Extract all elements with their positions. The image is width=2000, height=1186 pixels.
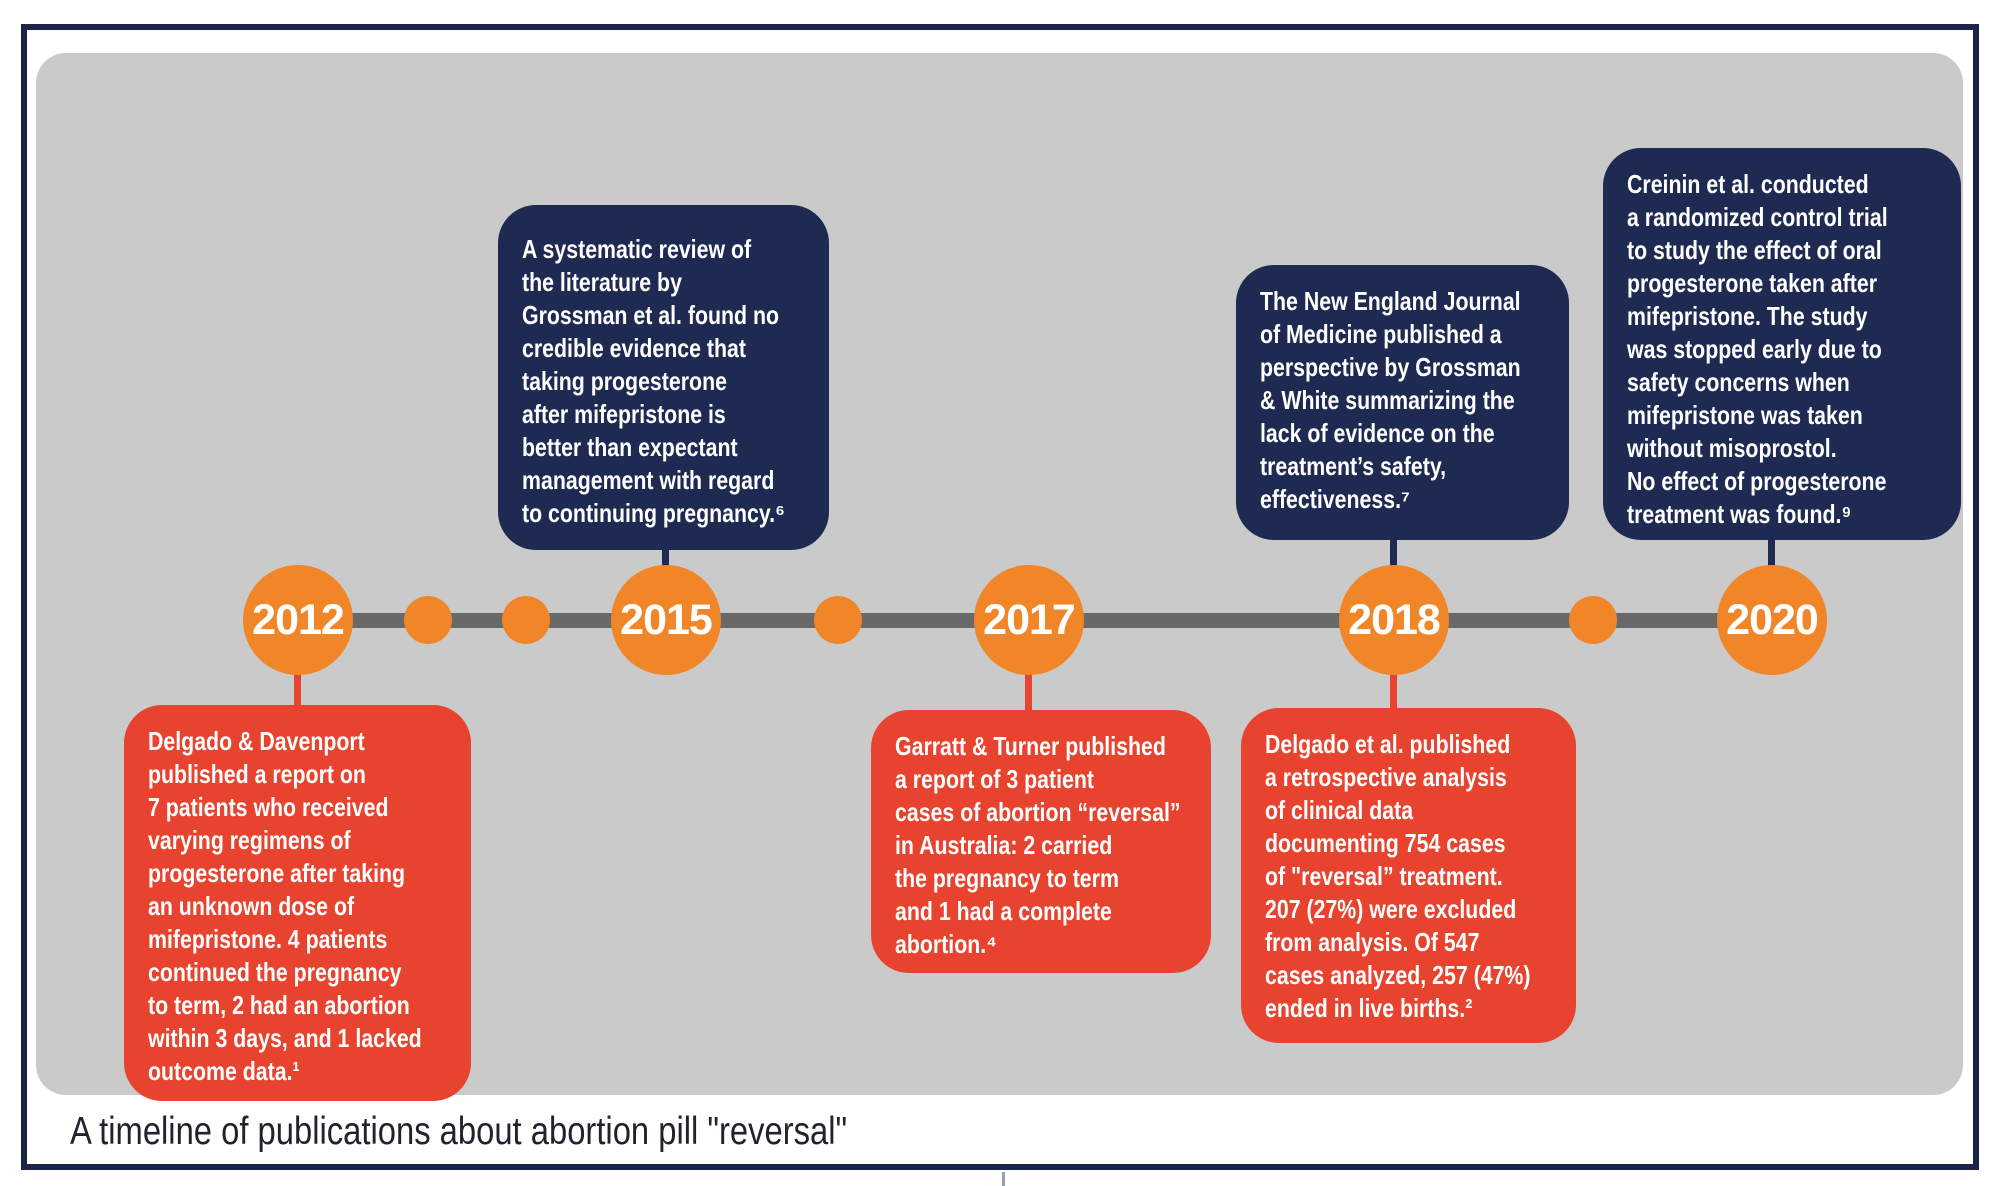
connector-2018-bottom: [1390, 671, 1397, 711]
year-label: 2012: [252, 595, 345, 644]
year-label: 2018: [1348, 595, 1441, 644]
connector-2015: [662, 543, 669, 569]
event-text: Creinin et al. conducted a randomized co…: [1627, 169, 1888, 529]
year-node-2015: 2015: [611, 565, 721, 675]
year-label: 2017: [983, 595, 1076, 644]
year-node-2012: 2012: [243, 565, 353, 675]
event-text: Delgado et al. published a retrospective…: [1265, 729, 1531, 1023]
timeline-dot: [404, 596, 452, 644]
timeline-dot: [814, 596, 862, 644]
connector-2012: [294, 671, 301, 709]
event-text: The New England Journal of Medicine publ…: [1260, 286, 1521, 514]
event-box-2012: Delgado & Davenport published a report o…: [124, 705, 471, 1101]
year-node-2020: 2020: [1717, 565, 1827, 675]
year-label: 2020: [1726, 595, 1819, 644]
timeline-dot: [1569, 596, 1617, 644]
year-node-2018: 2018: [1339, 565, 1449, 675]
year-label: 2015: [620, 595, 713, 644]
event-box-2018-journal: The New England Journal of Medicine publ…: [1236, 265, 1569, 540]
caption: A timeline of publications about abortio…: [70, 1110, 848, 1153]
event-box-2018-delgado: Delgado et al. published a retrospective…: [1241, 708, 1576, 1043]
connector-2018-top: [1390, 536, 1397, 569]
event-box-2017: Garratt & Turner published a report of 3…: [871, 710, 1211, 973]
gray-panel: 2012 2015 2017 2018 2020 Delgado & Daven…: [36, 53, 1963, 1101]
connector-2017: [1025, 671, 1032, 713]
event-box-2020: Creinin et al. conducted a randomized co…: [1603, 148, 1961, 540]
timeline-dot: [502, 596, 550, 644]
event-text: Garratt & Turner published a report of 3…: [895, 731, 1181, 959]
outer-border: [21, 24, 1979, 1170]
year-node-2017: 2017: [974, 565, 1084, 675]
event-box-2015: A systematic review of the literature by…: [498, 205, 829, 550]
event-text: Delgado & Davenport published a report o…: [148, 726, 422, 1086]
event-text: A systematic review of the literature by…: [522, 234, 785, 528]
bottom-tick: [1002, 1172, 1005, 1186]
connector-2020: [1768, 536, 1775, 569]
